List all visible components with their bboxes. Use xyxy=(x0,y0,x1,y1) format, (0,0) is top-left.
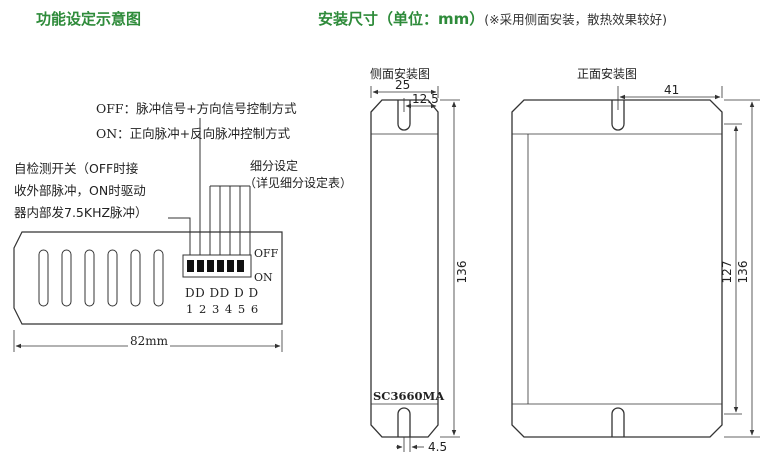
subdivision-text-1: 细分设定 xyxy=(250,159,299,173)
side-view-dimensions xyxy=(370,86,460,452)
side-width-label: 25 xyxy=(395,78,411,92)
switch-on-label: ON xyxy=(254,271,273,284)
front-slot-label: 41 xyxy=(664,83,680,97)
subdivision-text-2: （详见细分设定表） xyxy=(244,176,353,190)
front-height-label: 136 xyxy=(736,261,750,284)
switch-off-label: OFF xyxy=(254,247,279,260)
slot-bottom-label: 4.5 xyxy=(428,440,448,454)
function-title: 功能设定示意图 xyxy=(36,10,142,28)
side-height-label: 136 xyxy=(455,261,469,284)
selftest-text-1: 自检测开关（OFF时接 xyxy=(14,161,139,176)
front-view-label: 正面安装图 xyxy=(577,67,638,81)
mode-on-text: ON：正向脉冲+反向脉冲控制方式 xyxy=(96,126,291,141)
mode-off-text: OFF：脉冲信号+方向信号控制方式 xyxy=(96,101,297,116)
selftest-text-3: 器内部发7.5KHZ脉冲） xyxy=(14,205,148,220)
install-title: 安装尺寸（单位：mm）(※采用侧面安装，散热效果较好) xyxy=(318,8,667,29)
install-title-text: 安装尺寸（单位：mm） xyxy=(318,10,485,28)
install-note: (※采用侧面安装，散热效果较好) xyxy=(484,12,667,27)
leader-lines xyxy=(168,118,251,255)
front-view xyxy=(511,99,723,438)
selftest-text-2: 收外部脉冲，ON时驱动 xyxy=(14,183,146,198)
front-view-dimensions xyxy=(617,86,760,438)
side-slot-label: 12.5 xyxy=(412,92,439,106)
front-inner-label: 127 xyxy=(720,261,734,284)
dip-levers xyxy=(187,260,244,272)
side-view xyxy=(370,99,439,438)
driver-top-view xyxy=(13,231,283,325)
vent-slots xyxy=(38,249,164,307)
model-label: SC3660MA xyxy=(373,389,445,403)
switch-letters: DD DD D D xyxy=(185,286,259,300)
dip-switch xyxy=(182,254,252,278)
switch-numbers: 1 2 3 4 5 6 xyxy=(186,302,260,316)
side-view-label: 侧面安装图 xyxy=(370,67,431,81)
width-dimension-label: 82mm xyxy=(128,334,171,348)
